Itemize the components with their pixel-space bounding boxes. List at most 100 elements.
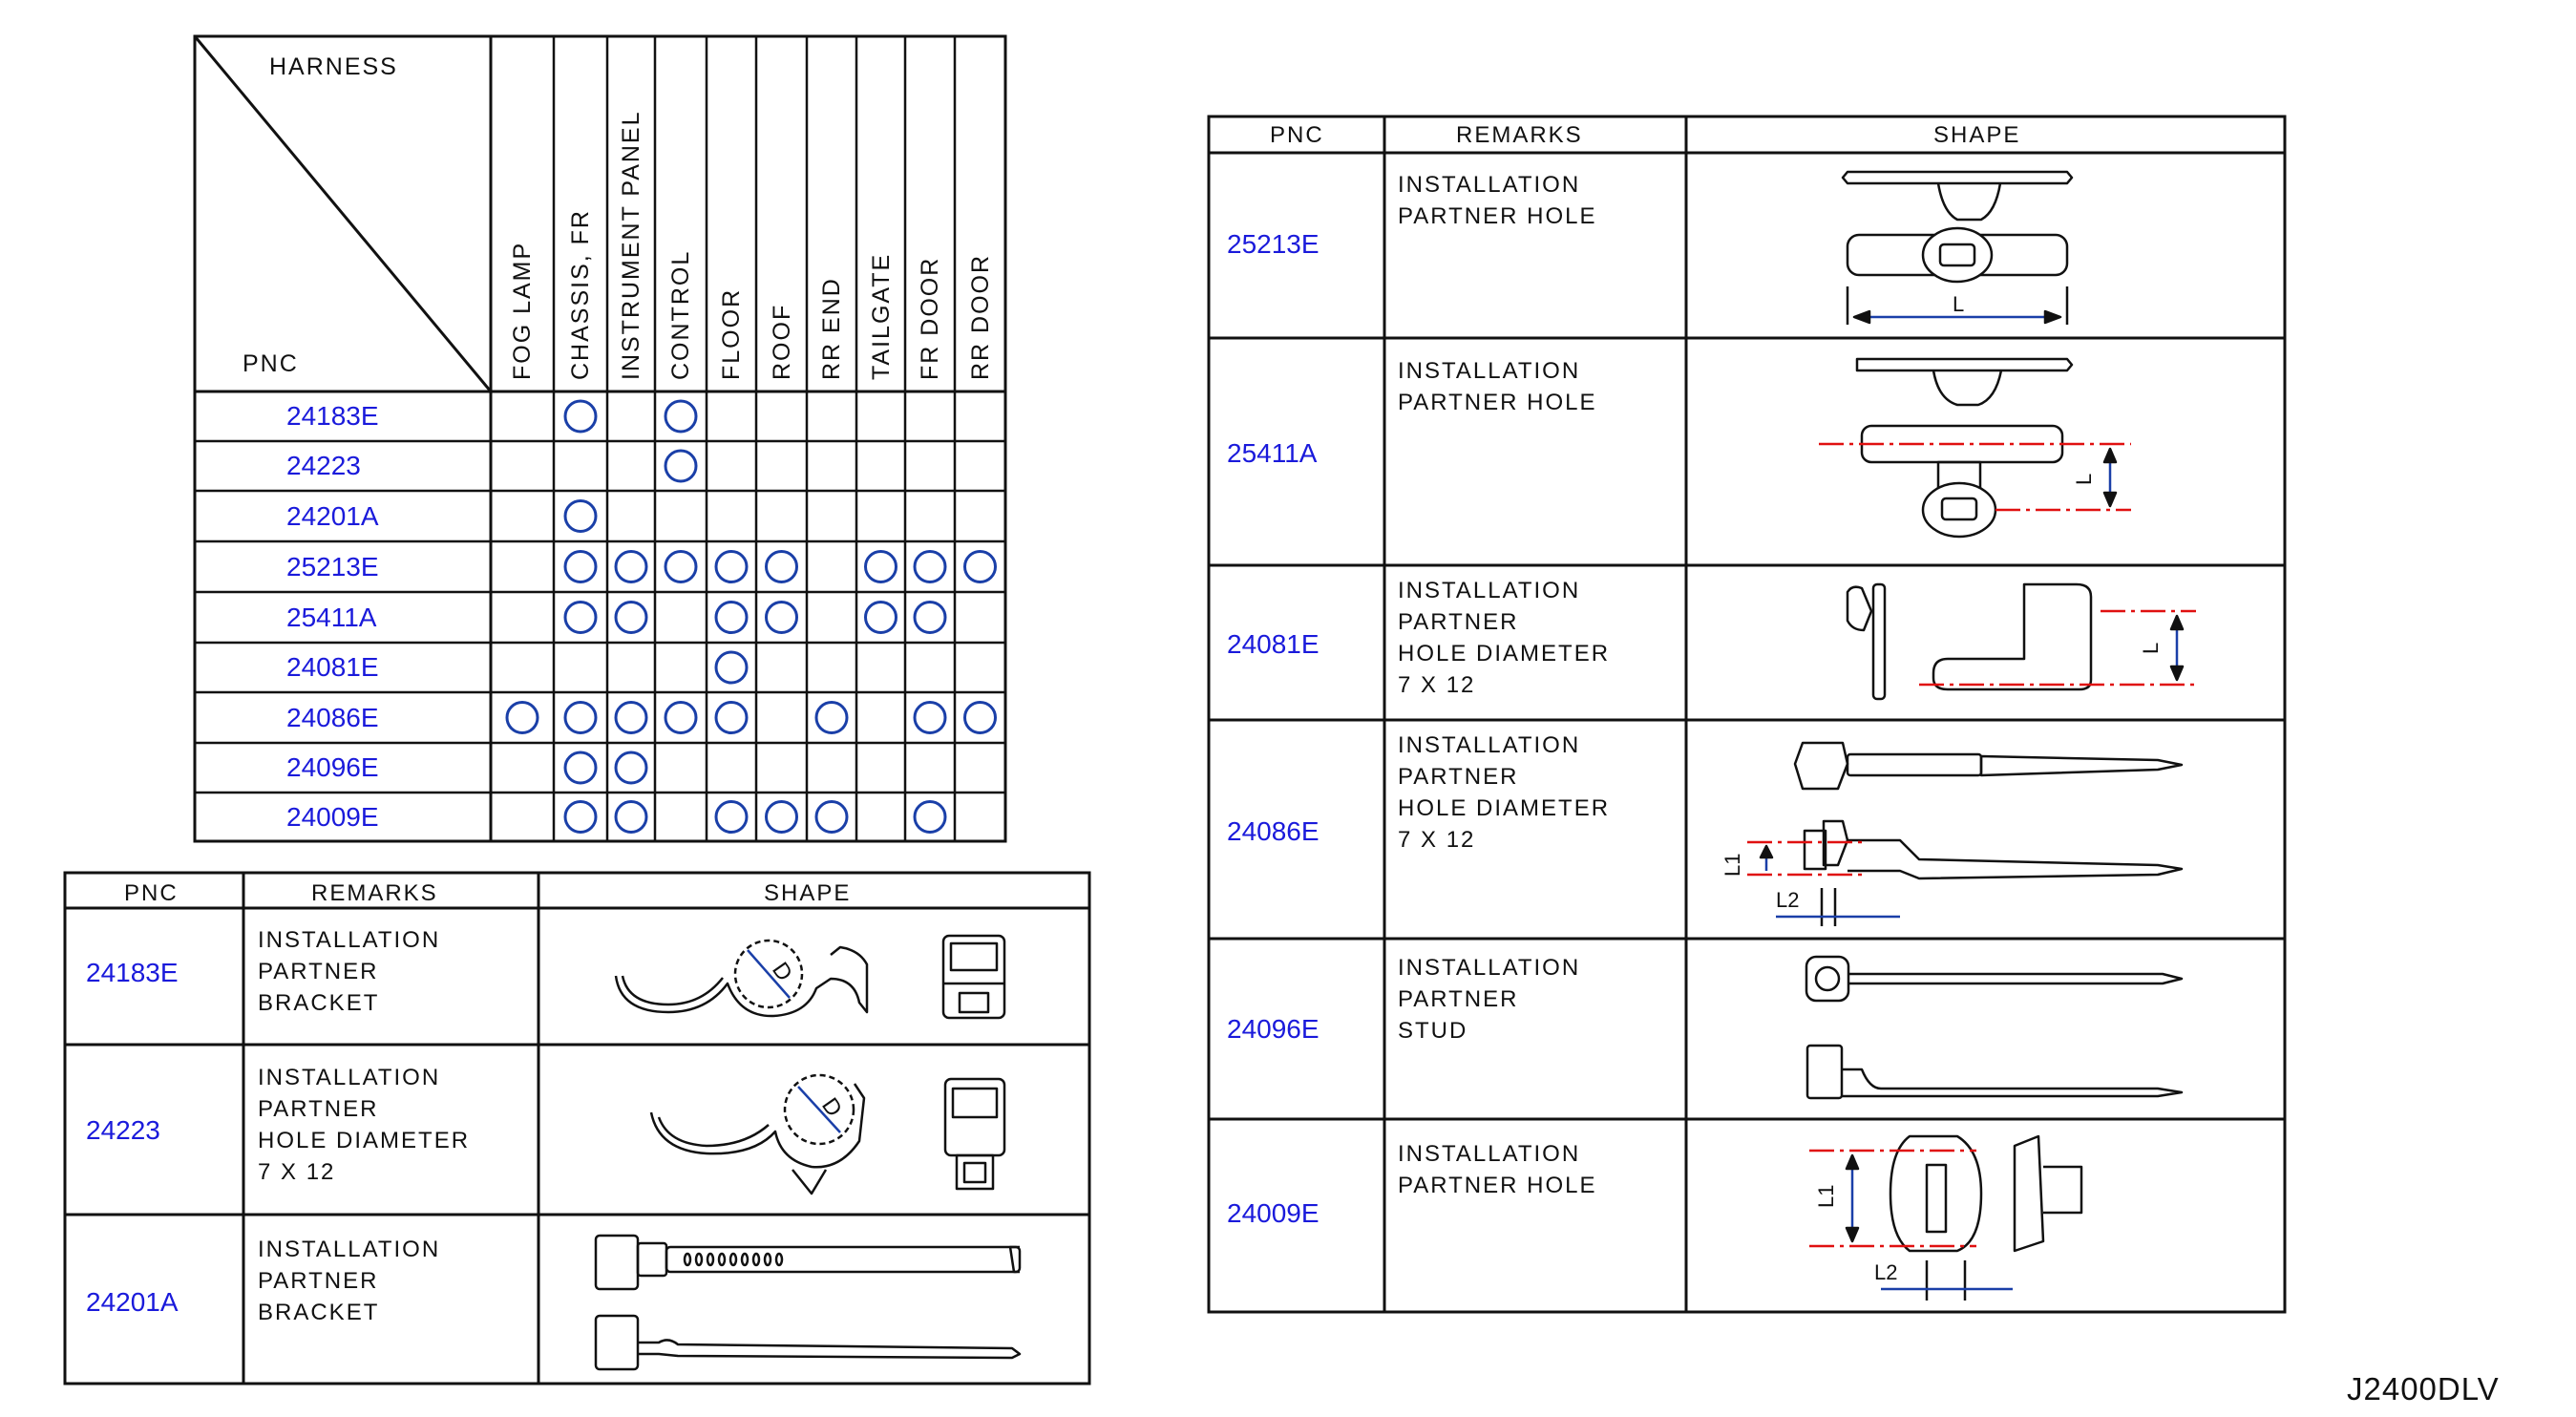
right-pnc-24096E: 24096E	[1227, 1014, 1320, 1044]
matrix-mark-circle	[765, 550, 798, 583]
lower-pnc-24201A: 24201A	[86, 1287, 179, 1317]
svg-text:L: L	[2072, 474, 2096, 485]
matrix-mark-circle	[614, 550, 648, 583]
svg-text:L: L	[2139, 643, 2163, 654]
tie-24096E-drawing	[1805, 955, 2184, 1100]
svg-text:L: L	[1953, 292, 1964, 316]
matrix-mark-circle	[614, 751, 648, 785]
matrix-mark-circle	[714, 650, 749, 685]
right-pnc-25213E: 25213E	[1227, 229, 1320, 259]
matrix-mark-circle	[714, 701, 749, 734]
lower-header-remarks: REMARKS	[311, 880, 438, 906]
svg-text:L1: L1	[1814, 1185, 1838, 1208]
matrix-mark-circle	[664, 449, 698, 483]
matrix-mark-circle	[505, 701, 539, 734]
right-header-shape: SHAPE	[1933, 122, 2021, 148]
tie-hole	[717, 1252, 727, 1267]
matrix-mark-circle	[714, 550, 749, 583]
matrix-row-pnc: 24201A	[286, 500, 379, 531]
tie-hole	[774, 1252, 784, 1267]
matrix-mark-circle	[664, 701, 698, 734]
svg-text:L2: L2	[1776, 888, 1799, 912]
lower-pnc-24183E: 24183E	[86, 958, 179, 987]
matrix-mark-circle	[765, 601, 798, 634]
clip-24081E-drawing: L	[1846, 582, 2196, 701]
tie-hole	[740, 1252, 750, 1267]
right-pnc-25411A: 25411A	[1227, 438, 1318, 468]
matrix-mark-circle	[563, 399, 598, 434]
clamp-24223-drawing: D	[649, 1073, 1006, 1195]
tie-hole	[728, 1252, 738, 1267]
matrix-mark-circle	[765, 800, 798, 834]
matrix-row-pnc: 24086E	[286, 702, 379, 732]
matrix-mark-circle	[913, 800, 947, 834]
matrix-mark-circle	[563, 550, 598, 583]
matrix-row-pnc: 25213E	[286, 551, 379, 582]
matrix-mark-circle	[814, 800, 849, 834]
tie-hole	[694, 1252, 704, 1267]
tie-hole	[763, 1252, 772, 1267]
right-pnc-24081E: 24081E	[1227, 629, 1320, 659]
matrix-mark-circle	[963, 701, 997, 734]
matrix-row-pnc: 24081E	[286, 652, 379, 682]
matrix-row-pnc: 24183E	[286, 401, 379, 431]
matrix-mark-circle	[563, 601, 598, 634]
matrix-mark-circle	[614, 800, 648, 834]
svg-text:L2: L2	[1874, 1260, 1897, 1284]
matrix-pnc-header: PNC	[243, 350, 299, 377]
drawing-code: J2400DLV	[2347, 1371, 2500, 1406]
matrix-mark-circle	[664, 399, 698, 434]
matrix-mark-circle	[864, 601, 897, 634]
matrix-row-pnc: 24096E	[286, 752, 379, 782]
matrix-mark-circle	[614, 701, 648, 734]
lower-header-shape: SHAPE	[764, 880, 852, 906]
right-header-remarks: REMARKS	[1456, 122, 1583, 148]
lower-pnc-24223: 24223	[86, 1115, 160, 1145]
clip-24009E-drawing: L1 L2	[1809, 1134, 2083, 1301]
matrix-mark-circle	[714, 800, 749, 834]
harness-header: HARNESS	[269, 53, 398, 80]
matrix-mark-circle	[864, 550, 897, 583]
tie-24086E-drawing: L1 L2	[1721, 741, 2184, 926]
matrix-mark-circle	[614, 601, 648, 634]
matrix-row-pnc: 25411A	[286, 602, 377, 632]
tie-hole	[751, 1252, 761, 1267]
lower-header-pnc: PNC	[124, 880, 179, 906]
right-pnc-24009E: 24009E	[1227, 1198, 1320, 1228]
clip-25411A-drawing: L	[1819, 357, 2131, 539]
tie-hole	[683, 1252, 692, 1267]
clip-25213E-drawing: L	[1841, 170, 2074, 325]
right-header-pnc: PNC	[1270, 122, 1324, 148]
matrix-row-pnc: 24009E	[286, 801, 379, 832]
right-pnc-24086E: 24086E	[1227, 816, 1320, 846]
matrix-mark-circle	[714, 601, 749, 634]
matrix-mark-circle	[913, 601, 947, 634]
matrix-mark-circle	[963, 550, 997, 583]
matrix-row-pnc: 24223	[286, 451, 361, 480]
svg-text:L1: L1	[1721, 854, 1744, 877]
matrix-mark-circle	[913, 550, 947, 583]
tie-24201A-drawing	[594, 1234, 1022, 1371]
matrix-mark-circle	[563, 499, 598, 533]
matrix-mark-circle	[563, 751, 598, 785]
matrix-mark-circle	[563, 701, 598, 734]
matrix-mark-circle	[814, 701, 849, 734]
matrix-mark-circle	[563, 800, 598, 834]
tie-hole	[706, 1252, 715, 1267]
matrix-mark-circle	[913, 701, 947, 734]
matrix-mark-circle	[664, 550, 698, 583]
